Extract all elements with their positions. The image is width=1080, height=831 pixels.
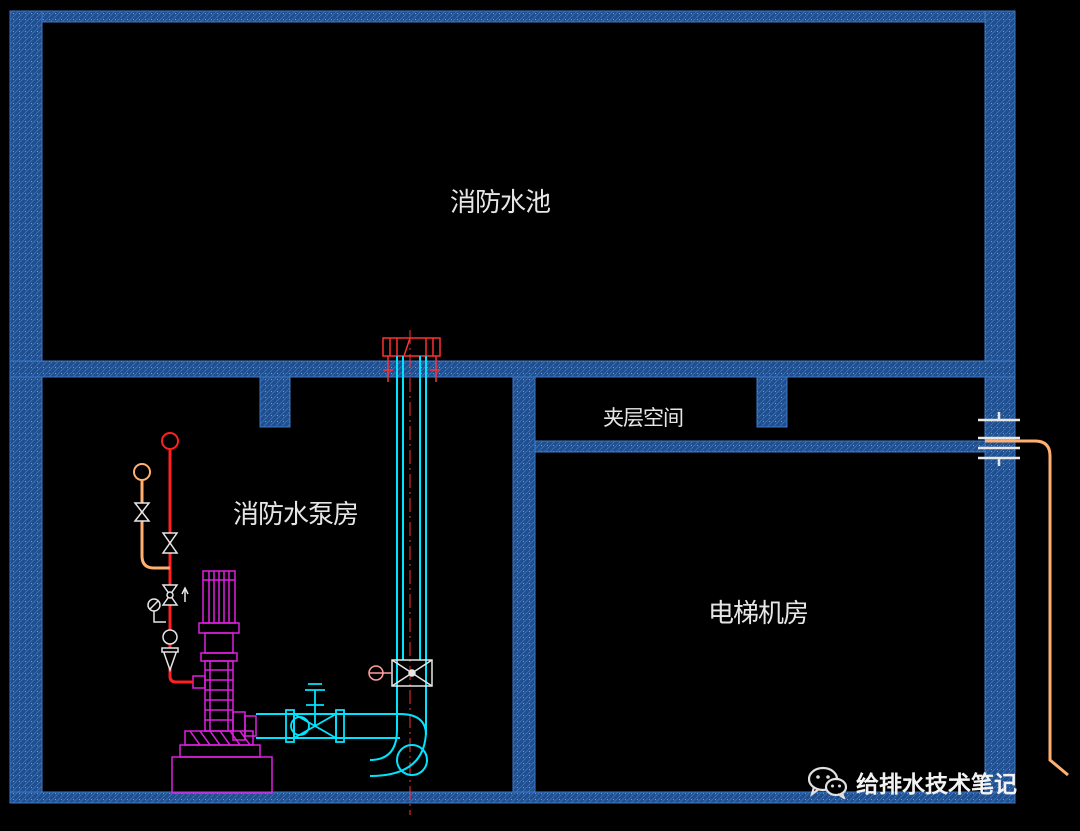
beam-left — [259, 376, 291, 428]
test-pipe — [133, 463, 170, 570]
riser-valves — [133, 502, 189, 673]
gate-valve-horizontal — [285, 683, 345, 743]
fire-pump — [171, 570, 273, 794]
watermark: 给排水技术笔记 — [808, 762, 1017, 802]
label-interlayer: 夹层空间 — [603, 406, 683, 430]
label-pump-room: 消防水泵房 — [233, 500, 358, 530]
suction-inlet-flange — [382, 337, 441, 382]
wechat-icon — [808, 766, 848, 799]
wall-penetration-pipe — [978, 412, 1069, 777]
label-fire-pool: 消防水池 — [450, 188, 551, 218]
label-elevator-room: 电梯机房 — [708, 599, 808, 629]
walls — [9, 10, 1016, 804]
discharge-pipe — [161, 432, 193, 684]
butterfly-valve — [368, 659, 433, 687]
slab-interlayer — [534, 440, 986, 453]
slab-pool-floor — [9, 360, 1016, 378]
wall-left — [9, 10, 43, 804]
beam-right — [756, 376, 788, 428]
wall-partition — [512, 376, 536, 793]
wall-top — [9, 10, 1016, 23]
suction-pipe — [256, 356, 428, 777]
wall-right — [984, 10, 1016, 804]
watermark-text: 给排水技术笔记 — [856, 772, 1017, 798]
